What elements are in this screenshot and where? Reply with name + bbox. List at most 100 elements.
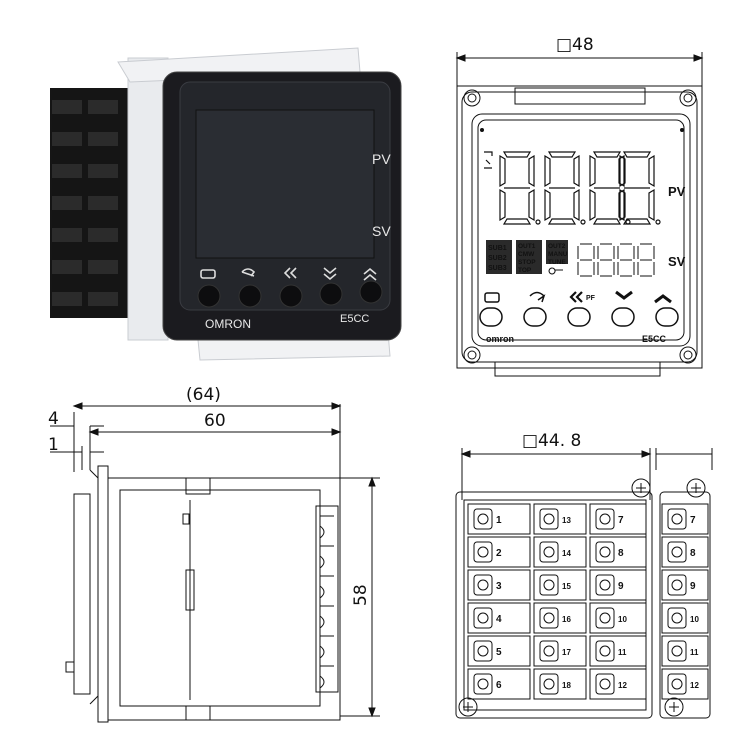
terminal-number: 9: [690, 581, 696, 592]
mode-key-icon: [200, 269, 216, 279]
screw-head-icon: [599, 612, 611, 624]
terminal-cell: [661, 569, 709, 601]
terminal-number: 7: [618, 515, 624, 526]
terminal-cell: [533, 668, 587, 700]
terminal-cell: [589, 569, 647, 601]
down-key-icon: [323, 267, 337, 281]
terminal-cell: [467, 635, 531, 667]
side-height-dimension: 58: [351, 584, 371, 606]
screw-head-icon: [477, 546, 489, 558]
screw-head-icon: [543, 579, 555, 591]
screw-head-icon: [477, 579, 489, 591]
side-view-drawing: [50, 402, 380, 723]
photo-model: E5CC: [340, 313, 369, 325]
terminal-screw-icon: [595, 541, 615, 563]
terminal-screw-icon: [539, 541, 559, 563]
status-b-2: CMW: [518, 251, 535, 258]
screw-head-icon: [477, 612, 489, 624]
photo-button-2: [238, 284, 262, 308]
photo-button-4: [319, 282, 343, 306]
terminal-number: 18: [562, 681, 571, 690]
front-down-key-icon: [615, 290, 633, 300]
terminal-number: 11: [690, 648, 699, 657]
terminal-number: 7: [690, 515, 696, 526]
status-c-1: OUT2: [548, 243, 566, 250]
terminal-number: 13: [562, 516, 571, 525]
side-flange-dimension: 1: [48, 435, 59, 455]
screw-head-icon: [477, 645, 489, 657]
terminal-cell: [467, 668, 531, 700]
terminal-screw-icon: [595, 673, 615, 695]
terminal-screw-icon: [667, 508, 687, 530]
photo-brand: OMRON: [205, 317, 251, 331]
screw-head-icon: [671, 546, 683, 558]
terminal-screw-icon: [667, 640, 687, 662]
terminal-screw-icon: [595, 607, 615, 629]
screw-head-icon: [671, 645, 683, 657]
lcd-screen: [195, 109, 375, 259]
status-a-3: SUB3: [488, 265, 507, 272]
terminal-cell: [467, 536, 531, 568]
terminal-screw-icon: [667, 541, 687, 563]
terminal-number: 12: [618, 681, 627, 690]
terminal-number: 16: [562, 615, 571, 624]
terminal-cell: [533, 503, 587, 535]
terminal-cell: [661, 536, 709, 568]
screw-head-icon: [543, 612, 555, 624]
front-model: E5CC: [642, 334, 667, 344]
photo-button-1: [197, 284, 221, 308]
terminal-cell: [661, 602, 709, 634]
terminal-cell: [661, 635, 709, 667]
status-b-3: STOP: [518, 259, 536, 266]
pf-key-icon: [283, 267, 297, 279]
front-pf-label: PF: [586, 295, 596, 302]
terminal-screw-icon: [595, 508, 615, 530]
side-overall-dimension: (64): [186, 385, 221, 405]
screw-head-icon: [671, 678, 683, 690]
sv-display: [577, 243, 655, 277]
front-pv-label: PV: [668, 184, 686, 199]
status-b-4: TOP: [518, 267, 532, 274]
terminal-number: 9: [618, 581, 624, 592]
terminal-number: 4: [496, 614, 502, 625]
pv-display: [484, 151, 661, 225]
loop-key-icon: [241, 268, 256, 277]
front-keys: [479, 290, 679, 327]
status-a-2: SUB2: [488, 255, 507, 262]
terminal-screw-icon: [473, 607, 493, 629]
terminal-screw-icon: [539, 673, 559, 695]
terminal-screw-icon: [473, 541, 493, 563]
screw-head-icon: [671, 579, 683, 591]
rear-view-drawing: [455, 448, 713, 719]
terminal-cell: [533, 635, 587, 667]
side-bezel-dimension: 4: [48, 409, 59, 429]
front-brand: omron: [486, 334, 514, 344]
terminal-cell: [589, 602, 647, 634]
screw-head-icon: [599, 645, 611, 657]
front-mode-key-icon: [484, 292, 500, 303]
rear-width-dimension: □44. 8: [522, 431, 581, 451]
terminal-screw-icon: [667, 673, 687, 695]
terminal-number: 3: [496, 581, 502, 592]
screw-head-icon: [477, 513, 489, 525]
screw-head-icon: [599, 513, 611, 525]
terminal-number: 6: [496, 680, 502, 691]
terminal-number: 14: [562, 549, 571, 558]
screw-head-icon: [671, 612, 683, 624]
terminal-screw-icon: [473, 673, 493, 695]
terminal-screw-icon: [595, 640, 615, 662]
terminal-number: 8: [618, 548, 624, 559]
screw-head-icon: [477, 678, 489, 690]
screw-head-icon: [599, 678, 611, 690]
key-lock-icon: [548, 267, 563, 275]
terminal-cell: [661, 668, 709, 700]
terminal-screw-icon: [539, 508, 559, 530]
terminal-screw-icon: [667, 607, 687, 629]
status-c-2: MANU: [548, 251, 568, 258]
front-pf-key-icon: [569, 291, 583, 303]
product-photo: PV SV OMRON E5CC: [50, 47, 402, 361]
terminal-screw-icon: [473, 640, 493, 662]
terminal-number: 15: [562, 582, 571, 591]
terminal-fins: [50, 88, 130, 318]
